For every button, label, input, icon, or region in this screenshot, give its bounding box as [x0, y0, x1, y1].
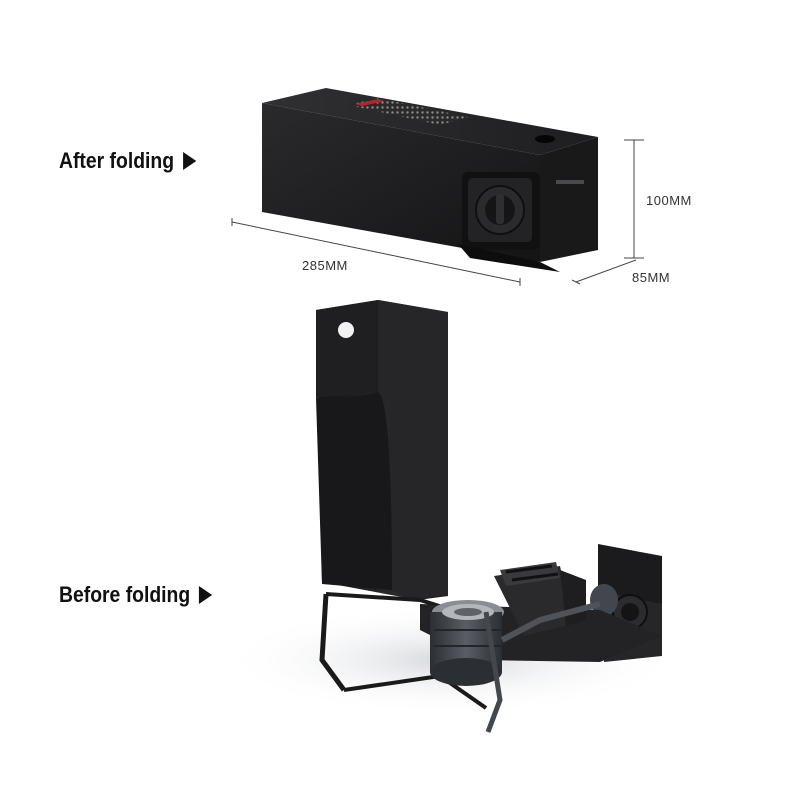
arrow-right-icon [182, 152, 197, 170]
before-folding-label: Before folding [59, 582, 213, 608]
length-dimension: 285MM [302, 258, 348, 273]
after-folding-text: After folding [59, 148, 175, 173]
dimension-lines [231, 139, 644, 286]
arrow-right-icon [199, 586, 213, 604]
depth-dimension: 85MM [632, 270, 671, 285]
unfolded-stove [220, 300, 680, 733]
height-dimension: 100MM [646, 193, 692, 208]
before-folding-text: Before folding [59, 582, 191, 607]
after-folding-label: After folding [59, 148, 197, 174]
folded-stove-box [262, 88, 598, 272]
